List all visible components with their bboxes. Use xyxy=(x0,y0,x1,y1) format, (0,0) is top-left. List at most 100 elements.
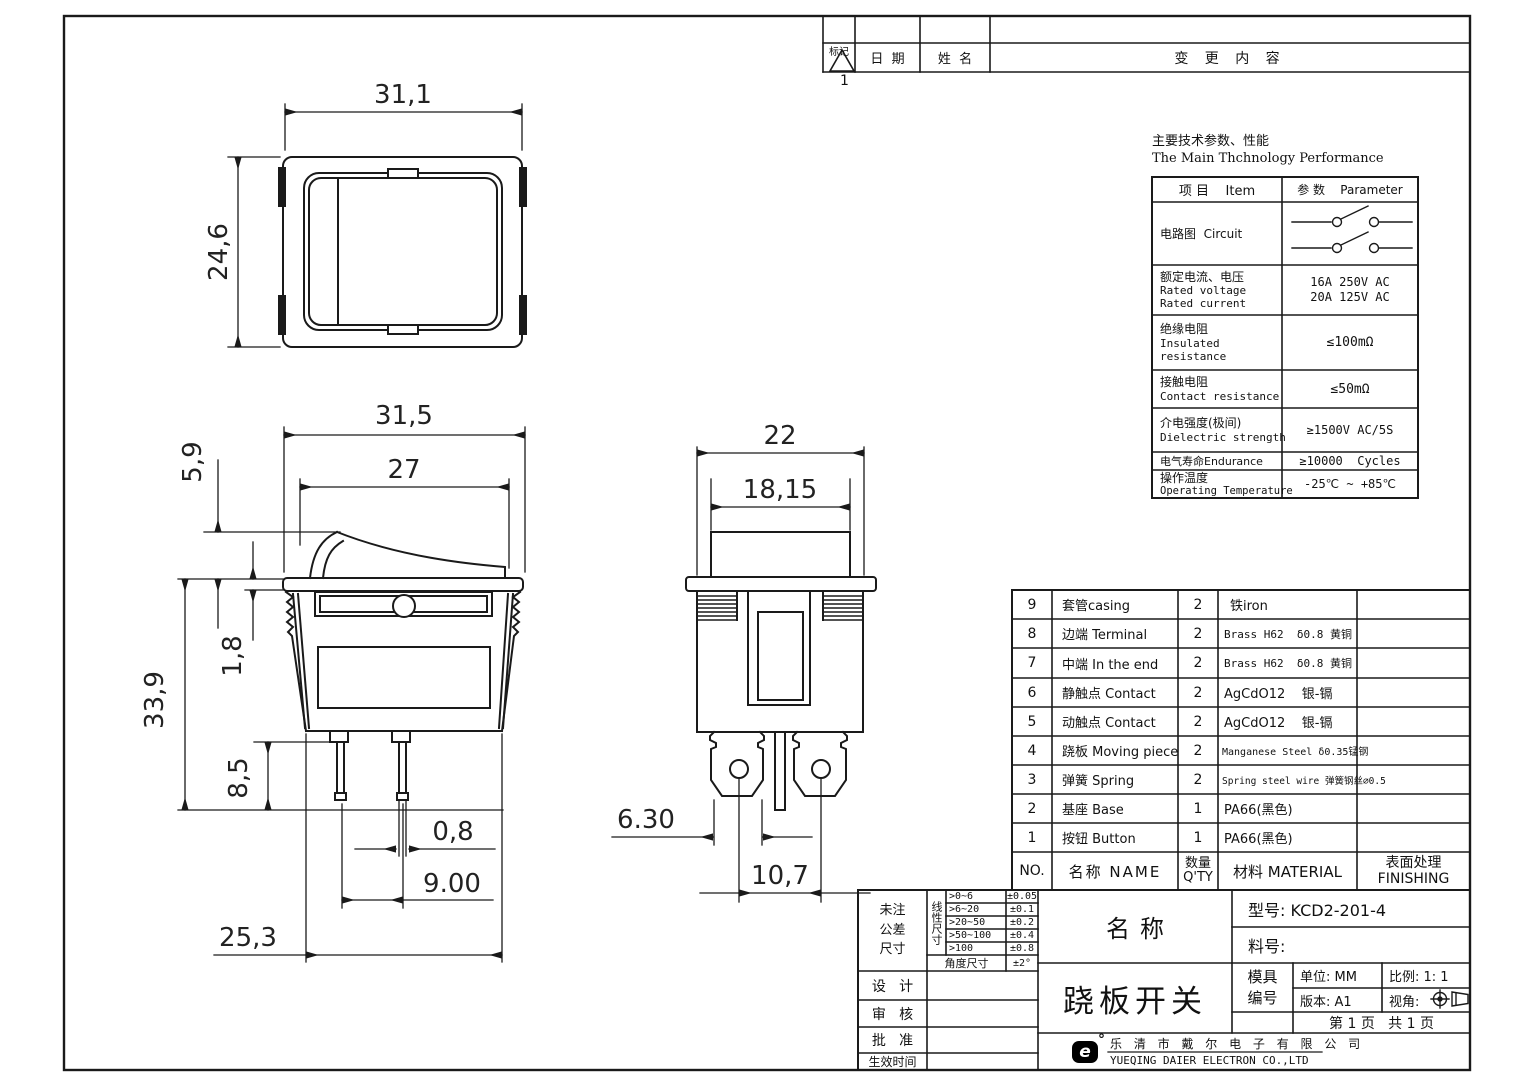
bom-mat-1: PA66(黑色) xyxy=(1224,832,1293,847)
bom-header-name: 名称 NAME xyxy=(1068,862,1162,881)
tech-row-contact-param: ≤50mΩ xyxy=(1330,381,1370,397)
bom-header-finishing: 表面处理 FINISHING xyxy=(1357,852,1470,890)
company-logo-degree: ° xyxy=(1098,1032,1105,1048)
tech-row-endurance: 电气寿命Endurance xyxy=(1160,455,1263,468)
tol-value-1: ±0.1 xyxy=(1009,904,1035,915)
bom-header-no: NO. xyxy=(1019,863,1045,879)
bom-name-7: 中端 In the end xyxy=(1062,657,1159,673)
dim-side-peak: 5,9 xyxy=(178,441,208,482)
company-name-cn: 乐 清 市 戴 尔 电 子 有 限 公 司 xyxy=(1110,1036,1365,1051)
tech-item-header: 项 目 Item xyxy=(1178,184,1256,199)
tol-value-2: ±0.2 xyxy=(1009,917,1035,928)
tech-row-insulated-l1: 绝缘电阻 xyxy=(1160,322,1209,337)
revision-number: 1 xyxy=(840,73,849,89)
tol-range-2: >20~50 xyxy=(949,917,986,928)
bom-header-fin-l2: FINISHING xyxy=(1377,871,1450,887)
bom-no-4: 4 xyxy=(1027,742,1037,759)
tolerance-label: 未注 公差 尺寸 xyxy=(858,890,927,971)
bom-name-3: 弹簧 Spring xyxy=(1062,774,1135,789)
end-view-dims: 22 18,15 6.30 10,7 xyxy=(611,421,871,903)
bom-qty-6: 2 xyxy=(1193,684,1203,701)
tech-row-temp-l2: Operating Temperature xyxy=(1160,484,1293,497)
tolerance-label-l1: 未注 xyxy=(879,903,906,919)
bom-header-material: 材料 MATERIAL xyxy=(1233,862,1342,881)
bom-name-9: 套管casing xyxy=(1062,599,1130,614)
tech-row-rated-p1: 16A 250V AC xyxy=(1310,275,1390,289)
tech-row-rated-l2: Rated voltage xyxy=(1160,284,1247,297)
tech-row-dielectric-l1: 介电强度(极间) xyxy=(1160,416,1242,431)
sig-effective-label: 生效时间 xyxy=(868,1055,917,1069)
bom-no-6: 6 xyxy=(1027,684,1037,701)
dim-side-width: 31,5 xyxy=(375,401,433,431)
dim-side-pin-len: 8,5 xyxy=(224,757,254,798)
mount-clip-mark xyxy=(519,167,527,207)
tech-row-rated-param: 16A 250V AC 20A 125V AC xyxy=(1282,265,1418,315)
dim-front-width: 31,1 xyxy=(374,80,432,110)
revision-date-label: 日 期 xyxy=(870,52,905,67)
mold-label-l1: 模具 xyxy=(1247,967,1278,986)
mount-clip-mark xyxy=(519,295,527,335)
bom-no-5: 5 xyxy=(1027,713,1037,730)
bom-name-4: 跷板 Moving piece xyxy=(1062,745,1179,760)
linear-dims-label: 线性尺寸 xyxy=(927,890,946,955)
tech-row-insulated-l2: Insulated xyxy=(1160,336,1220,350)
bom-mat-9: 铁iron xyxy=(1230,599,1268,614)
bom-header-qty-l1: 数量 xyxy=(1184,855,1211,871)
tech-row-dielectric-l2: Dielectric strength xyxy=(1160,430,1286,444)
bom-name-6: 静触点 Contact xyxy=(1062,687,1156,702)
bom-mat-6: AgCdO12 银-镉 xyxy=(1224,687,1333,702)
version-value: 版本: A1 xyxy=(1300,994,1352,1010)
dim-side-pin-t: 0,8 xyxy=(432,817,473,847)
revision-mark-label: 标记 xyxy=(829,46,849,58)
tech-row-temp-param: -25℃ ~ +85℃ xyxy=(1304,477,1396,491)
revision-triangle-icon xyxy=(828,48,856,72)
tech-row-rated-p2: 20A 125V AC xyxy=(1310,290,1390,304)
front-view-dims: 31,1 24,6 xyxy=(204,80,523,348)
bom-qty-2: 1 xyxy=(1193,800,1203,817)
dim-end-term-w: 6.30 xyxy=(617,805,675,835)
tol-range-4: >100 xyxy=(949,943,974,954)
tol-range-0: >0~6 xyxy=(949,891,974,902)
bom-qty-5: 2 xyxy=(1193,713,1203,730)
company-logo: e xyxy=(1072,1041,1098,1063)
tech-row-insulated-l3: resistance xyxy=(1160,349,1227,363)
front-view xyxy=(278,156,527,348)
dim-end-width: 22 xyxy=(763,421,796,451)
mold-number-label: 模具 编号 xyxy=(1232,963,1293,1012)
tol-value-3: ±0.4 xyxy=(1009,930,1035,941)
bom-qty-3: 2 xyxy=(1193,771,1203,788)
revision-change-label: 变 更 内 容 xyxy=(1174,50,1286,67)
angle-dims-label: 角度尺寸 xyxy=(944,957,989,970)
tech-row-rated: 额定电流、电压 Rated voltage Rated current xyxy=(1160,265,1280,315)
bom-qty-8: 2 xyxy=(1193,625,1203,642)
bom-mat-7: Brass H62 δ0.8 黄铜 xyxy=(1224,657,1352,670)
bom-no-1: 1 xyxy=(1027,829,1037,846)
tolerance-label-l3: 尺寸 xyxy=(879,942,906,958)
tech-row-temp-l1: 操作温度 xyxy=(1160,470,1209,485)
tech-row-contact-l1: 接触电阻 xyxy=(1160,375,1209,390)
bom-no-7: 7 xyxy=(1027,655,1037,671)
dim-side-flange: 1,8 xyxy=(218,635,248,676)
sig-approve-label: 批 准 xyxy=(871,1033,914,1049)
tech-row-circuit: 电路图 Circuit xyxy=(1160,227,1243,241)
tech-row-rated-l1: 额定电流、电压 xyxy=(1160,269,1245,284)
tech-row-temp: 操作温度 Operating Temperature xyxy=(1160,470,1293,498)
bom-name-5: 动触点 Contact xyxy=(1062,716,1156,731)
bom-name-8: 边端 Terminal xyxy=(1062,628,1148,643)
side-view xyxy=(282,530,524,801)
dim-end-button: 18,15 xyxy=(743,475,817,505)
bom-no-2: 2 xyxy=(1027,800,1037,817)
tol-value-0: ±0.05 xyxy=(1006,891,1038,902)
page-info: 第 1 页 共 1 页 xyxy=(1329,1015,1434,1032)
bom-header-fin-l1: 表面处理 xyxy=(1385,854,1442,871)
sig-review-label: 审 核 xyxy=(871,1006,914,1023)
bom-no-9: 9 xyxy=(1027,596,1037,613)
bom-mat-3: Spring steel wire 弹簧钢丝∅0.5 xyxy=(1222,775,1386,787)
side-view-dims: 31,5 27 5,9 1,8 33,9 8,5 0,8 9.00 25,3 xyxy=(140,401,526,963)
bom-header-qty-l2: Q'TY xyxy=(1183,870,1213,885)
tech-row-endurance-param: ≥10000 Cycles xyxy=(1299,454,1401,468)
tech-param-header: 参 数 Parameter xyxy=(1297,183,1403,197)
bom-qty-1: 1 xyxy=(1193,829,1203,846)
